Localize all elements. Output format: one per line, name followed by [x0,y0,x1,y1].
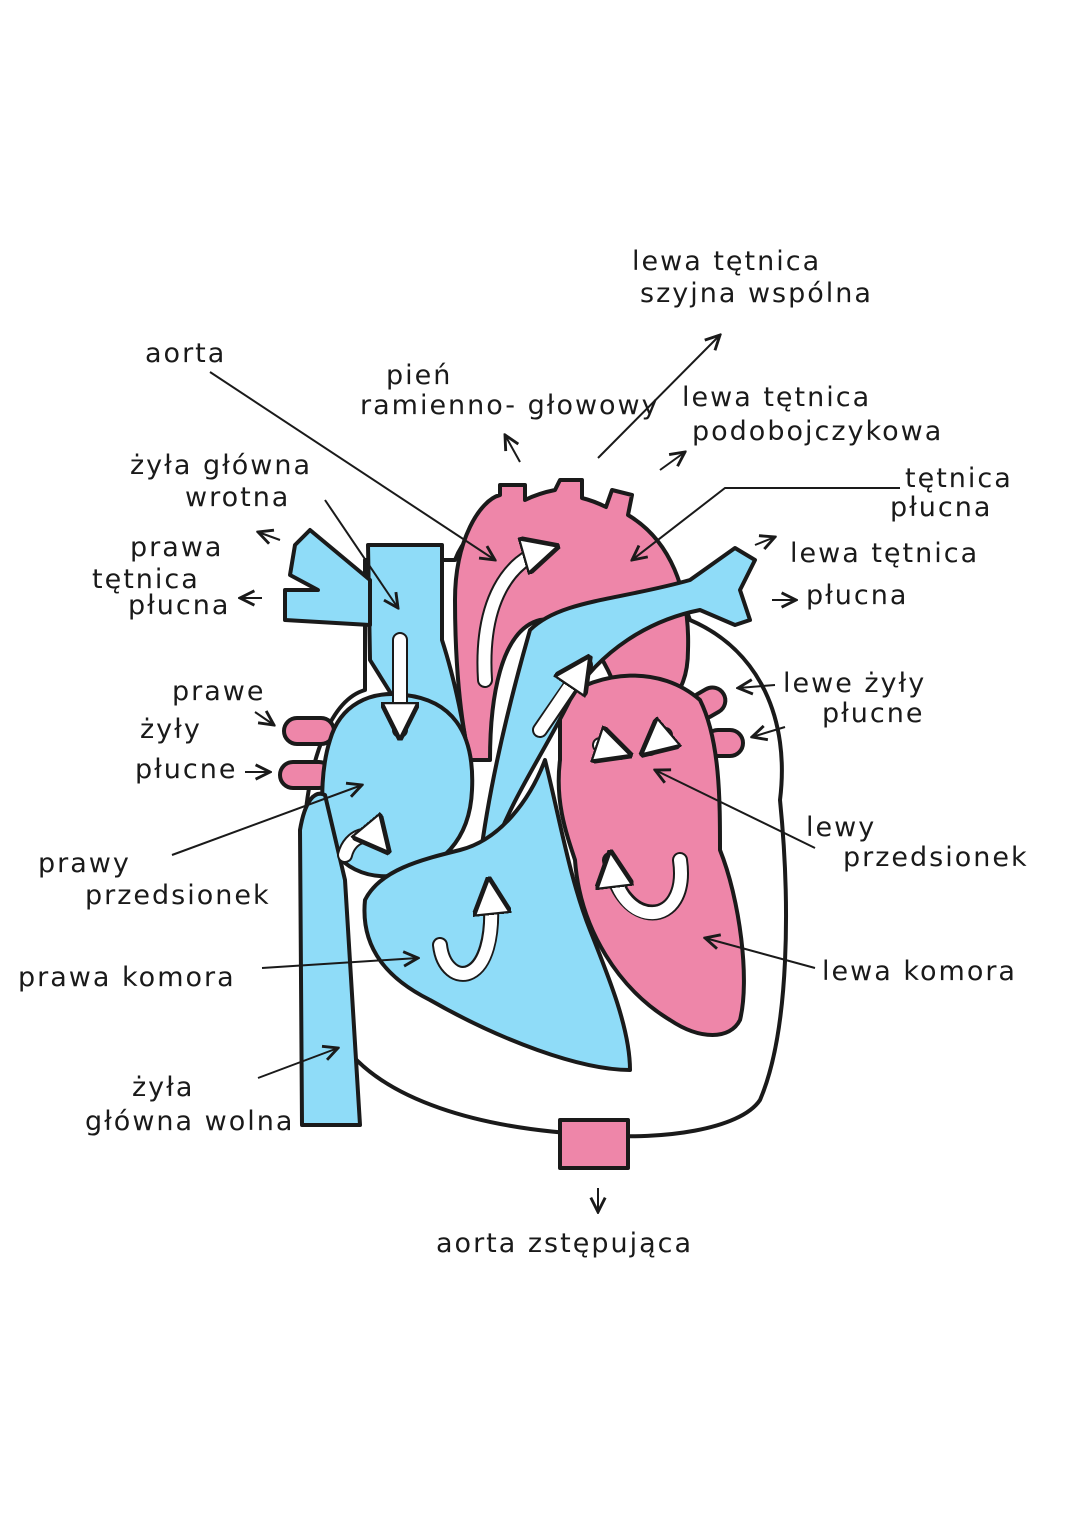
label-lewa-szyjna-line1: lewa tętnica [632,246,821,277]
label-zyla-wrotna-line2: wrotna [185,482,290,513]
label-lewy-przedsionek-line1: lewy [806,812,876,843]
leader-prawe-zyly-upper [255,712,274,725]
label-zyla-wolna-line1: żyła [132,1072,194,1103]
right-pulmonary-vein-upper [284,718,334,744]
label-prawe-zyly-line3: płucne [135,754,238,785]
label-pien-line1: pień [386,360,452,391]
label-lewa-tetnica-plucna-line2: płucna [806,580,908,611]
label-aorta-zstepujaca: aorta zstępująca [436,1228,693,1259]
label-lewa-podobojczykowa-line1: lewa tętnica [682,382,871,413]
label-lewa-szyjna-line2: szyjna wspólna [640,278,873,309]
label-zyla-wolna-line2: główna wolna [85,1106,294,1137]
label-lewe-zyly-line2: płucne [822,698,925,729]
label-prawa-komora: prawa komora [18,962,236,993]
label-prawa-tetnica-line1: prawa [130,532,223,563]
right-pulmonary-artery [285,530,370,625]
label-tetnica-plucna-line1: tętnica [905,463,1013,494]
label-prawy-przedsionek-line1: prawy [38,848,131,879]
label-lewe-zyly-line1: lewe żyły [783,668,926,699]
label-tetnica-plucna-line2: płucna [890,492,992,523]
label-pien-line2: ramienno- głowowy [360,390,660,421]
label-prawy-przedsionek-line2: przedsionek [85,880,271,911]
leader-lewa-tetnica-upper [755,537,775,545]
descending-aorta-stub [560,1120,628,1168]
label-zyla-wrotna-line1: żyła główna [130,450,312,481]
label-lewa-podobojczykowa-line2: podobojczykowa [692,416,943,447]
label-lewa-komora: lewa komora [822,956,1017,987]
label-aorta: aorta [145,338,226,369]
leader-lewa-podobojczykowa [660,452,685,470]
label-lewy-przedsionek-line2: przedsionek [843,842,1029,873]
heart-illustration [280,480,786,1168]
leader-pien [505,435,520,462]
label-prawe-zyly-line1: prawe [172,676,265,707]
label-lewa-tetnica-plucna-line1: lewa tętnica [790,538,979,569]
label-prawe-zyly-line2: żyły [140,714,202,745]
label-prawa-tetnica-line3: płucna [128,590,230,621]
leader-prawa-tetnica-upper [258,532,280,540]
